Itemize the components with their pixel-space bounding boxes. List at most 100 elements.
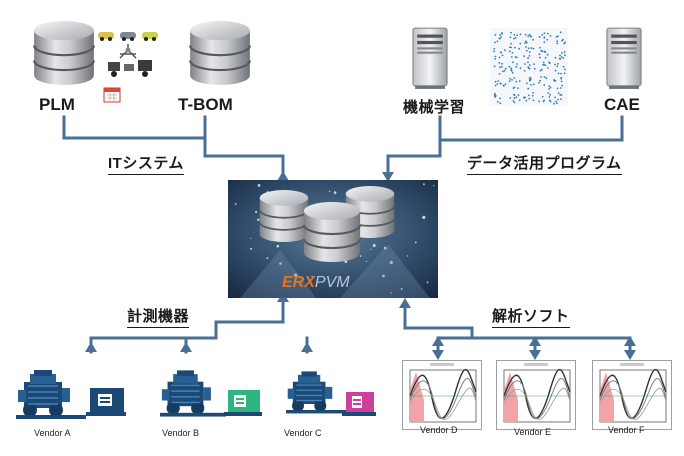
scatter-dot (528, 67, 531, 70)
scatter-dot (554, 56, 557, 59)
hub-sparkle (250, 237, 252, 239)
scatter-dot (554, 80, 557, 82)
hub-sparkle (422, 215, 426, 219)
vendor-a-label: Vendor A (34, 428, 71, 438)
scatter-dot (557, 98, 559, 101)
scatter-dot (515, 96, 518, 99)
scatter-dot (517, 94, 520, 96)
scatter-dot (544, 51, 547, 53)
scatter-dot (508, 80, 511, 83)
scatter-dot (542, 63, 544, 66)
scatter-dot (525, 49, 528, 52)
scatter-dot (494, 80, 497, 83)
arrow-down-vendor-f (624, 350, 636, 360)
scatter-dot (494, 34, 497, 36)
scatter-dot (516, 34, 518, 37)
scatter-dot (556, 40, 559, 43)
scatter-dot (559, 31, 562, 34)
hub-sparkle (370, 248, 372, 250)
scatter-dot (538, 36, 541, 38)
line-tbom-down (203, 115, 285, 180)
scatter-dot (539, 56, 541, 59)
hub-sparkle (372, 244, 376, 247)
it-system-label: ITシステム (108, 152, 184, 175)
scatter-dot (501, 54, 504, 57)
hub-logo-part1: ERX (282, 274, 315, 291)
scatter-dot (553, 79, 556, 81)
hub-sparkle (293, 273, 298, 277)
scatter-dot (539, 46, 541, 49)
scatter-dot (510, 67, 513, 70)
scatter-dot (527, 57, 529, 60)
scatter-dot (564, 68, 566, 71)
scatter-dot (519, 67, 522, 70)
scatter-dot (548, 61, 551, 64)
scatter-dot (530, 35, 533, 38)
vendor-c-device (286, 370, 376, 416)
scatter-dot (494, 84, 497, 87)
hub-sparkle (414, 241, 417, 244)
scatter-dot (512, 100, 515, 102)
scatter-dot (543, 36, 546, 39)
scatter-dot (513, 33, 516, 36)
scatter-dot (493, 50, 495, 53)
hub-sparkle (257, 184, 261, 187)
hub-sparkle (255, 210, 258, 213)
scatter-dot (543, 84, 546, 86)
scatter-dot (504, 83, 507, 86)
hub-logo: ERXPVM (282, 274, 422, 294)
scatter-dot (548, 88, 550, 90)
hub-sparkle (359, 255, 362, 257)
scatter-dot (557, 63, 559, 65)
scatter-dot (511, 72, 514, 74)
hub-sparkle (250, 247, 253, 250)
scatter-dot (499, 82, 502, 85)
scatter-dot (499, 66, 501, 69)
scatter-dot (503, 49, 506, 52)
ml-server-tower-icon (412, 27, 448, 90)
scatter-dot (553, 102, 555, 105)
scatter-dot (519, 42, 522, 45)
hub-sparkle (266, 257, 269, 259)
scatter-dot (560, 98, 562, 100)
scatter-dot (532, 47, 535, 50)
arrow-up-vendor-d (432, 336, 444, 346)
scatter-dot (525, 46, 527, 48)
hub-sparkle (400, 287, 403, 290)
scatter-dot (526, 41, 528, 44)
scatter-dot (539, 69, 542, 72)
scatter-dot (527, 61, 529, 64)
scatter-dot (547, 32, 549, 35)
scatter-dot (561, 52, 563, 54)
line-vendor-e-f (470, 336, 632, 352)
tbom-label: T-BOM (178, 95, 233, 114)
hub-sparkle (328, 190, 331, 192)
arrow-down-vendor-d (432, 350, 444, 360)
scatter-dot (514, 36, 517, 39)
hub-sparkle (423, 183, 425, 186)
scatter-dot (517, 87, 519, 89)
scatter-dot (545, 77, 548, 80)
scatter-dot (514, 56, 517, 58)
scatter-dot (500, 51, 502, 54)
scatter-dot (518, 99, 521, 101)
scatter-dot (555, 35, 558, 38)
scatter-dot (563, 42, 566, 45)
scatter-dot (509, 46, 511, 49)
vehicles-collage-icon (98, 32, 158, 103)
scatter-dot (555, 100, 557, 103)
central-hub-panel (228, 180, 438, 298)
vendor-b-engine-icon (160, 369, 226, 418)
scatter-dot (513, 86, 516, 89)
scatter-dot (524, 40, 527, 43)
scatter-dot (510, 70, 513, 72)
arrow-up-hub-left (277, 171, 289, 181)
hub-sparkle (365, 260, 368, 263)
scatter-dot (493, 65, 496, 68)
scatter-dot (548, 85, 551, 87)
scatter-dot (542, 61, 545, 64)
scatter-dot (542, 100, 545, 103)
scatter-dot (515, 80, 518, 83)
plm-database-icon (33, 19, 95, 87)
scatter-dot (544, 57, 547, 59)
